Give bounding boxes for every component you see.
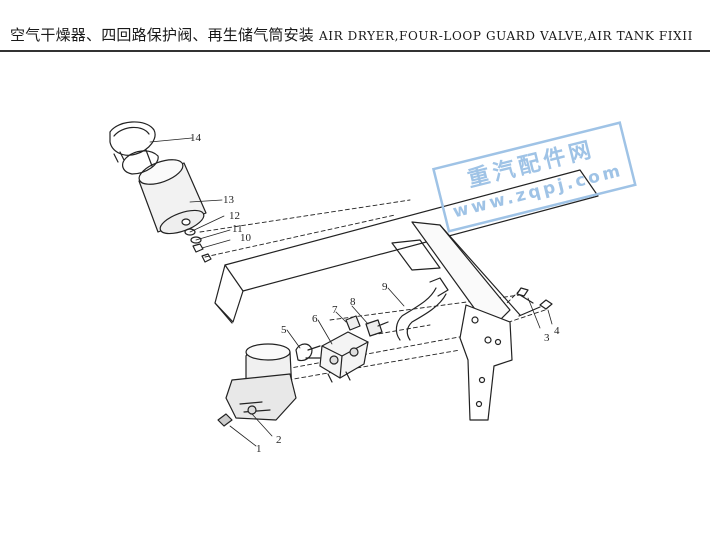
- callout-14: 14: [190, 132, 202, 144]
- fitting-7: [345, 315, 361, 331]
- callout-2: 2: [276, 434, 282, 446]
- callout-9: 9: [382, 281, 388, 293]
- four-loop-guard-valve: [305, 331, 369, 383]
- cross-member: [391, 221, 521, 331]
- title-english: AIR DRYER,FOUR-LOOP GUARD VALVE,AIR TANK…: [318, 29, 693, 43]
- watermark-stamp: 重汽配件网 www.zqpj.com: [431, 121, 637, 233]
- callout-5: 5: [281, 324, 287, 336]
- callout-1: 1: [256, 443, 262, 455]
- pipe-9: [395, 277, 449, 341]
- leader-dashes: [199, 199, 546, 381]
- callout-8: 8: [350, 296, 356, 308]
- fitting-8: [365, 319, 389, 337]
- bolt-4: [518, 299, 553, 317]
- callout-3: 3: [544, 332, 550, 344]
- page-title: 空气干燥器、四回路保护阀、再生储气筒安装 AIR DRYER,FOUR-LOOP…: [10, 24, 693, 45]
- title-chinese: 空气干燥器、四回路保护阀、再生储气筒安装: [10, 26, 315, 44]
- air-tank: [138, 159, 207, 235]
- callout-10: 10: [240, 232, 252, 244]
- tank-fastener-set: [184, 228, 212, 263]
- mounting-bracket: [459, 304, 513, 421]
- callout-leaders: [149, 137, 553, 447]
- frame-rail: [214, 169, 599, 324]
- callout-4: 4: [554, 325, 560, 337]
- title-divider: [0, 50, 710, 52]
- clamp-band: [109, 121, 159, 175]
- callout-12: 12: [229, 210, 240, 222]
- callout-11: 11: [232, 223, 243, 235]
- callout-7: 7: [332, 304, 338, 316]
- callout-labels: 14 13 12 11 10 9 8 7 6 5 4 3 2 1: [190, 132, 560, 455]
- clamp-5: [295, 343, 313, 362]
- callout-6: 6: [312, 313, 318, 325]
- callout-13: 13: [223, 194, 235, 206]
- bolt-3: [516, 287, 534, 304]
- air-dryer: [217, 343, 297, 427]
